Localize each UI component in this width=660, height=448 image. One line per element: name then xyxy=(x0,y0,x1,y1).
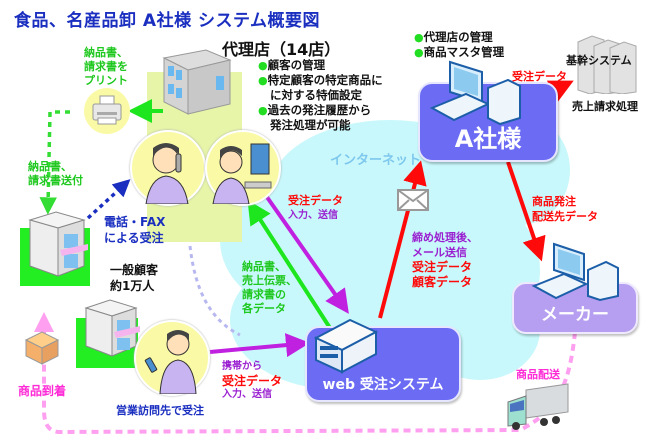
company-feature-item: ●商品マスタ管理 xyxy=(414,45,505,59)
agency-feature-item: ●過去の発注履歴から xyxy=(258,103,372,117)
agency-phone-staff xyxy=(130,130,206,206)
person-mobile-icon xyxy=(144,330,197,395)
core-arrow-label: 受注データ xyxy=(512,70,567,83)
package-icon xyxy=(24,331,60,365)
agency-mobile-dashed-line xyxy=(188,245,241,337)
agency-feature-item-cont: に対する特価設定 xyxy=(270,88,362,102)
ship-data-label: 商品発注配送先データ xyxy=(532,195,598,223)
bullet-icon: ● xyxy=(414,46,424,59)
agency-pc-staff xyxy=(205,130,281,206)
arrival-label: 商品到着 xyxy=(18,384,67,398)
person-computer-icon xyxy=(212,143,272,205)
agency-feature-item: ●特定顧客の特定商品に xyxy=(258,73,383,87)
delivery-dashed-line xyxy=(34,312,577,435)
delivery-label: 商品配送 xyxy=(516,368,560,381)
print-label: 納品書、請求書をプリント xyxy=(84,46,128,87)
web-system-name: web 受注システム xyxy=(322,377,444,393)
bullet-icon: ● xyxy=(258,74,268,87)
invoice-send-dashed-line xyxy=(39,110,70,215)
company-features-list: ●代理店の管理 ●商品マスタ管理 xyxy=(414,30,504,60)
company-computer-icon xyxy=(430,60,521,126)
mobile-order-label: 携帯から 受注データ 入力、送信 xyxy=(222,361,283,400)
agency-features-list: ●顧客の管理 ●特定顧客の特定商品に に対する特価設定 ●過去の発注履歴から 発… xyxy=(258,58,383,133)
person-phone-icon xyxy=(145,143,189,205)
web-server-icon xyxy=(313,318,379,374)
maker-box[interactable]: メーカー xyxy=(512,282,638,334)
delivery-truck-icon xyxy=(507,383,569,430)
company-name: A社様 xyxy=(454,125,522,153)
sales-mobile-staff xyxy=(134,320,210,396)
core-system-sub: 売上請求処理 xyxy=(572,100,638,113)
bullet-icon: ● xyxy=(414,31,424,44)
invoice-send-label: 納品書、請求書送付 xyxy=(28,160,83,187)
core-system-name: 基幹システム xyxy=(566,54,632,67)
agency-feature-item-cont: 発注処理が可能 xyxy=(270,118,351,132)
page-title: 食品、名産品卸 A社様 システム概要図 xyxy=(14,11,320,31)
agency-to-web-arrow xyxy=(260,188,349,314)
maker-name: メーカー xyxy=(541,305,609,325)
mail-send-label: 締め処理後、 メール送信 受注データ 顧客データ xyxy=(412,231,478,289)
bullet-icon: ● xyxy=(258,59,268,72)
core-server-icon xyxy=(577,35,637,94)
agency-title: 代理店（14店） xyxy=(222,40,341,59)
building-icon xyxy=(162,49,232,115)
bullet-icon: ● xyxy=(258,104,268,117)
mobile-to-web-arrow xyxy=(209,333,310,358)
phone-fax-dashed-line xyxy=(86,179,131,220)
maker-computer-icon xyxy=(531,242,619,302)
company-to-maker-arrow xyxy=(506,161,546,262)
agency-order-sub-label: 入力、送信 xyxy=(288,210,338,221)
sales-store-icon xyxy=(84,299,140,357)
general-customers-label: 一般顧客約1万人 xyxy=(110,263,159,293)
customer-store-icon xyxy=(28,211,88,277)
web-to-agency-label: 納品書、売上伝票、請求書の各データ xyxy=(242,260,297,315)
agency-feature-item: ●顧客の管理 xyxy=(258,58,326,72)
printer-icon xyxy=(92,95,122,125)
company-feature-item: ●代理店の管理 xyxy=(414,30,493,44)
mail-icon xyxy=(397,189,429,211)
printer-circle xyxy=(84,88,130,134)
internet-label: インターネット xyxy=(330,153,422,168)
sales-visit-label: 営業訪問先で受注 xyxy=(116,404,204,417)
agency-order-label: 受注データ xyxy=(288,194,343,207)
web-to-agency-arrow xyxy=(247,199,332,330)
